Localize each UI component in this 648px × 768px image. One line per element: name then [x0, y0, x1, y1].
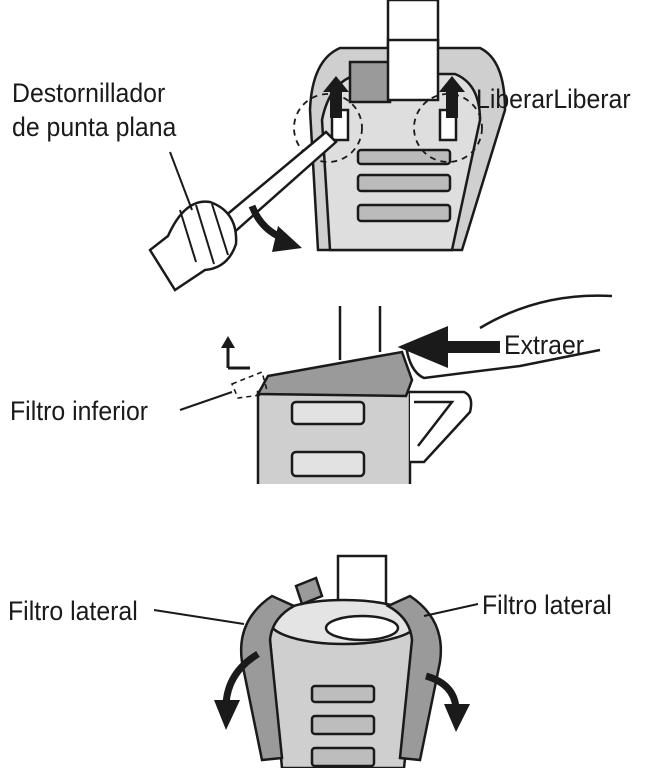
panel-pull-out: [179, 294, 613, 484]
screwdriver-handle: [148, 200, 238, 292]
hand: [404, 294, 613, 380]
label-screwdriver-line2: de punta plana: [12, 112, 177, 142]
label-release: LiberarLiberar: [476, 84, 631, 114]
panel-side-filters: [153, 554, 479, 768]
swing-arrow-left: [222, 650, 260, 705]
bottom-filter: [255, 350, 414, 398]
pull-arrow: [397, 326, 500, 368]
side-filter-left: [239, 594, 297, 762]
panel-release: [148, 0, 507, 292]
label-side-filter-left: Filtro lateral: [8, 596, 138, 626]
label-pull-out: Extraer: [504, 330, 585, 360]
label-bottom-filter: Filtro inferior: [10, 396, 149, 426]
label-side-filter-right: Filtro lateral: [482, 590, 612, 620]
label-screwdriver-line1: Destornillador: [12, 78, 166, 108]
